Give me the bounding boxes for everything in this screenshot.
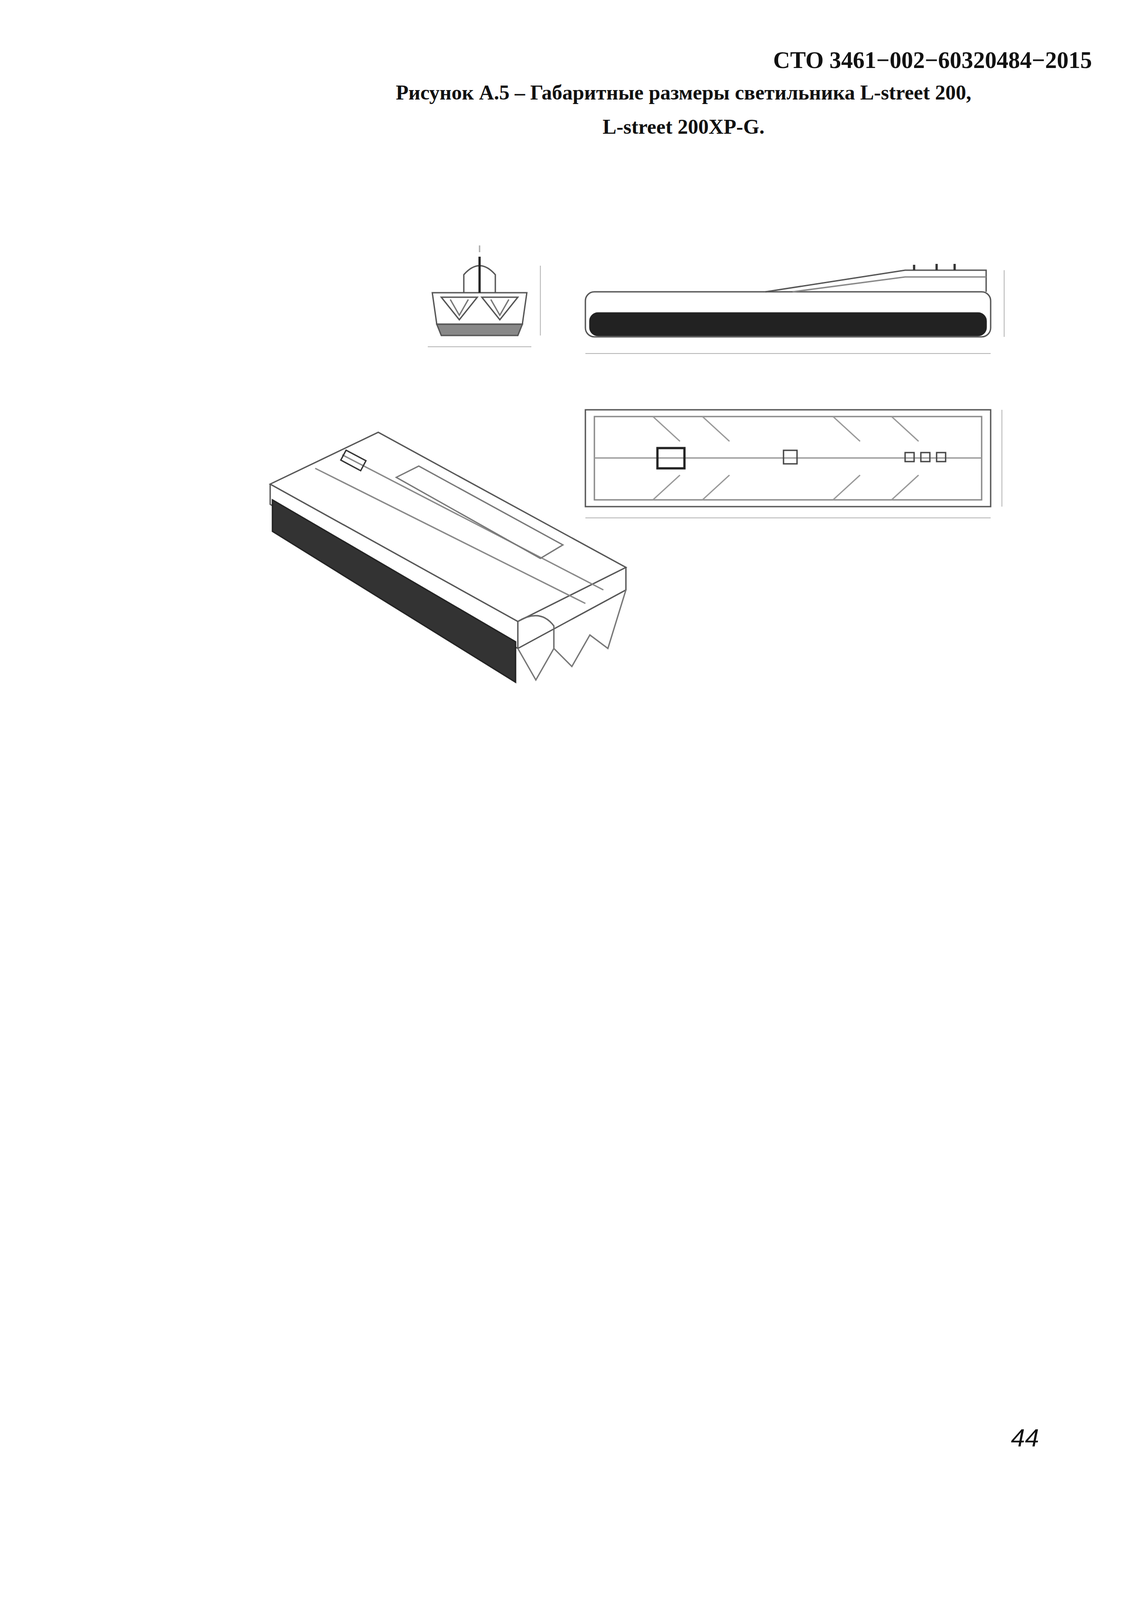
- side-view: [585, 263, 1005, 354]
- isometric-view: [270, 432, 626, 683]
- figure-title: Рисунок А.5 – Габаритные размеры светиль…: [233, 75, 1134, 145]
- top-view: [585, 409, 1002, 518]
- document-code: СТО 3461−002−60320484−2015: [773, 46, 1092, 74]
- page-number: 44: [1010, 1422, 1039, 1453]
- front-view: [427, 245, 541, 347]
